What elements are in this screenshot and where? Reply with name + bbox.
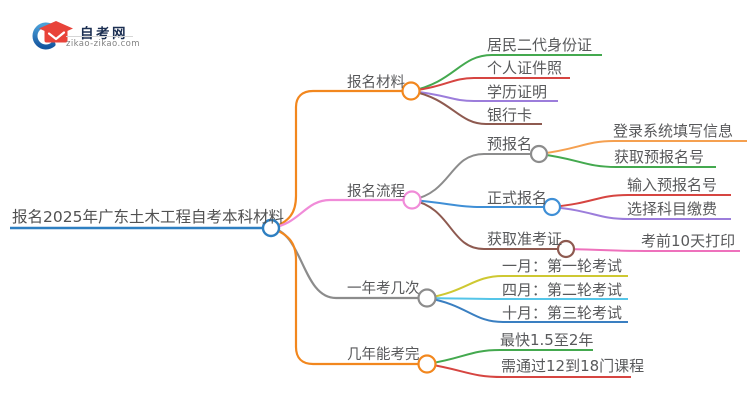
site-domain: zikao-zikao.com: [66, 39, 140, 49]
leaf-label-october-exam: 十月：第三轮考试: [502, 304, 623, 322]
node-label-pre-registration: 预报名: [487, 135, 533, 153]
leaf-label-get-prereg-number: 获取预报名号: [614, 148, 705, 166]
branch-label-times-per-year: 一年考几次: [347, 281, 420, 297]
edge-times-october: [426, 297, 628, 323]
edge-root-years-to-complete: [270, 226, 418, 366]
edge-root-materials: [270, 89, 402, 230]
edge-materials-id-card: [410, 54, 602, 92]
branch-label-materials: 报名材料: [347, 75, 405, 91]
leaf-label-january-exam: 一月：第一轮考试: [502, 257, 623, 275]
edge-materials-photo: [410, 77, 570, 92]
node-label-formal-registration: 正式报名: [487, 189, 548, 207]
leaf-label-photo: 个人证件照: [487, 59, 563, 77]
node-circle-root: [261, 218, 281, 238]
edge-materials-bank-card: [410, 90, 542, 125]
edge-materials-education-proof: [410, 90, 558, 102]
edge-years-fastest-duration: [426, 349, 593, 365]
leaf-label-id-card: 居民二代身份证: [487, 36, 593, 54]
node-circle-process: [402, 190, 422, 210]
leaf-label-fastest-duration: 最快1.5至2年: [500, 331, 594, 349]
edge-times-january: [426, 275, 628, 299]
edge-process-formal-registration: [411, 199, 544, 208]
node-circle-formal-registration: [542, 197, 562, 217]
branch-label-process: 报名流程: [347, 184, 405, 200]
root-node-label: 报名2025年广东土木工程自考本科材料: [12, 208, 284, 226]
leaf-label-login-fill-info: 登录系统填写信息: [613, 122, 734, 140]
graduation-cap-icon: [32, 21, 73, 50]
node-circle-admission-ticket: [556, 239, 576, 259]
leaf-label-education-proof: 学历证明: [487, 83, 548, 101]
logo-divider: [66, 36, 133, 37]
edge-years-courses-required: [426, 363, 631, 378]
edge-process-admission-ticket: [411, 199, 558, 250]
leaf-label-courses-required: 需通过12到18门课程: [501, 357, 645, 375]
node-circle-pre-registration: [529, 144, 549, 164]
node-circle-years-to-complete: [417, 354, 437, 374]
node-label-admission-ticket: 获取准考证: [487, 230, 563, 248]
edge-prereg-get-number: [538, 153, 716, 168]
node-circle-materials: [401, 81, 421, 101]
node-circle-times-per-year: [417, 288, 437, 308]
edge-formal-enter-number: [551, 194, 731, 208]
site-name: 自考网: [80, 26, 128, 42]
leaf-label-april-exam: 四月：第二轮考试: [502, 281, 623, 299]
edge-formal-select-subjects-pay: [551, 206, 731, 220]
leaf-label-select-subjects-pay: 选择科目缴费: [627, 200, 718, 218]
edge-times-april: [426, 297, 628, 300]
leaf-label-enter-prereg-number: 输入预报名号: [627, 176, 718, 194]
edge-ticket-print-before-exam: [565, 248, 740, 252]
leaf-label-print-before-exam: 考前10天打印: [641, 232, 736, 250]
branch-label-years-to-complete: 几年能考完: [347, 347, 420, 363]
edge-prereg-login-fill-info: [538, 140, 747, 155]
leaf-label-bank-card: 银行卡: [487, 106, 533, 124]
edge-process-pre-registration: [411, 153, 531, 201]
